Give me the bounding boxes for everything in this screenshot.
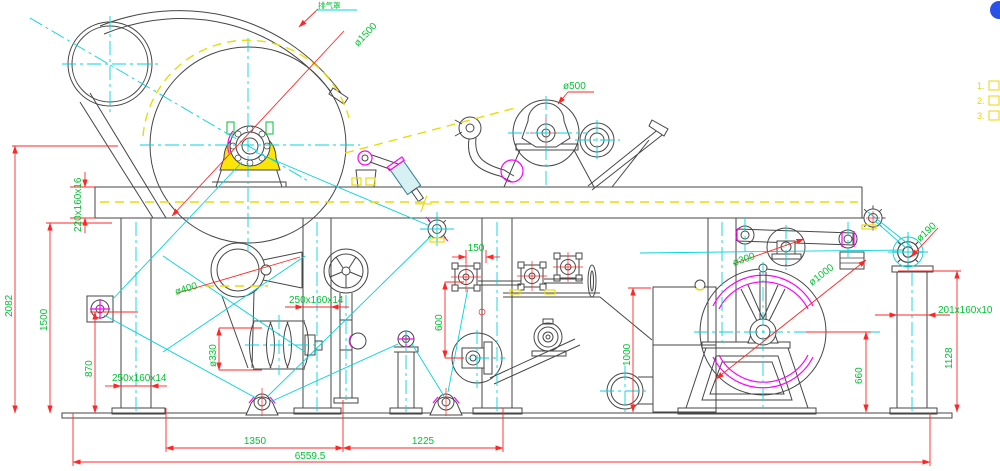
dim-dia300: ø300: [731, 251, 757, 269]
handwheel-assembly: [323, 248, 369, 404]
dim-w1225: 1225: [412, 436, 435, 447]
dim-dia400: ø400: [174, 281, 199, 298]
notes-block: 1. 2. 3.: [977, 1, 1000, 121]
doctor-cylinder-assembly: [351, 150, 433, 213]
pulper-400-assembly: [210, 242, 323, 370]
dim-h1500: 1500: [39, 308, 50, 331]
dim-dia330: ø330: [208, 344, 219, 367]
note-fragment: [988, 110, 1000, 121]
note-fragment: [988, 80, 1000, 91]
note-line-2: 2.: [977, 96, 985, 106]
press-section: [245, 216, 653, 416]
dim-leg250-mid: 250x160x14: [289, 295, 344, 306]
dim-h660: 660: [854, 367, 865, 384]
blue-dot-marker: [990, 1, 1000, 19]
roll-500-assembly: [454, 99, 669, 191]
dim-h600: 600: [434, 314, 445, 331]
dim-beam220: 220x160x16: [73, 177, 84, 232]
dim-w1350: 1350: [244, 436, 267, 447]
dim-w150: 150: [468, 243, 485, 254]
dim-h2082: 2082: [4, 294, 15, 317]
dim-h870: 870: [84, 360, 95, 377]
dim-h1000: 1000: [622, 343, 633, 366]
note-line-1: 1.: [977, 81, 985, 91]
guide-roll-magenta: [500, 159, 524, 183]
web-path-lines: [100, 39, 858, 287]
dim-h1128: 1128: [944, 347, 955, 369]
hood-label: 排气罩: [318, 0, 341, 10]
dim-total-length: 6559.5: [295, 451, 326, 462]
dim-dia1500: ø1500: [352, 20, 380, 49]
dim-leg250-left: 250x160x14: [112, 373, 167, 384]
note-line-3: 3.: [977, 111, 985, 121]
dimension-lines: [12, 8, 961, 466]
dim-leg201: 201x160x10: [938, 305, 993, 316]
dim-dia1000: ø1000: [807, 262, 836, 288]
note-fragment: [988, 95, 1000, 106]
dim-dia500: ø500: [563, 81, 586, 92]
